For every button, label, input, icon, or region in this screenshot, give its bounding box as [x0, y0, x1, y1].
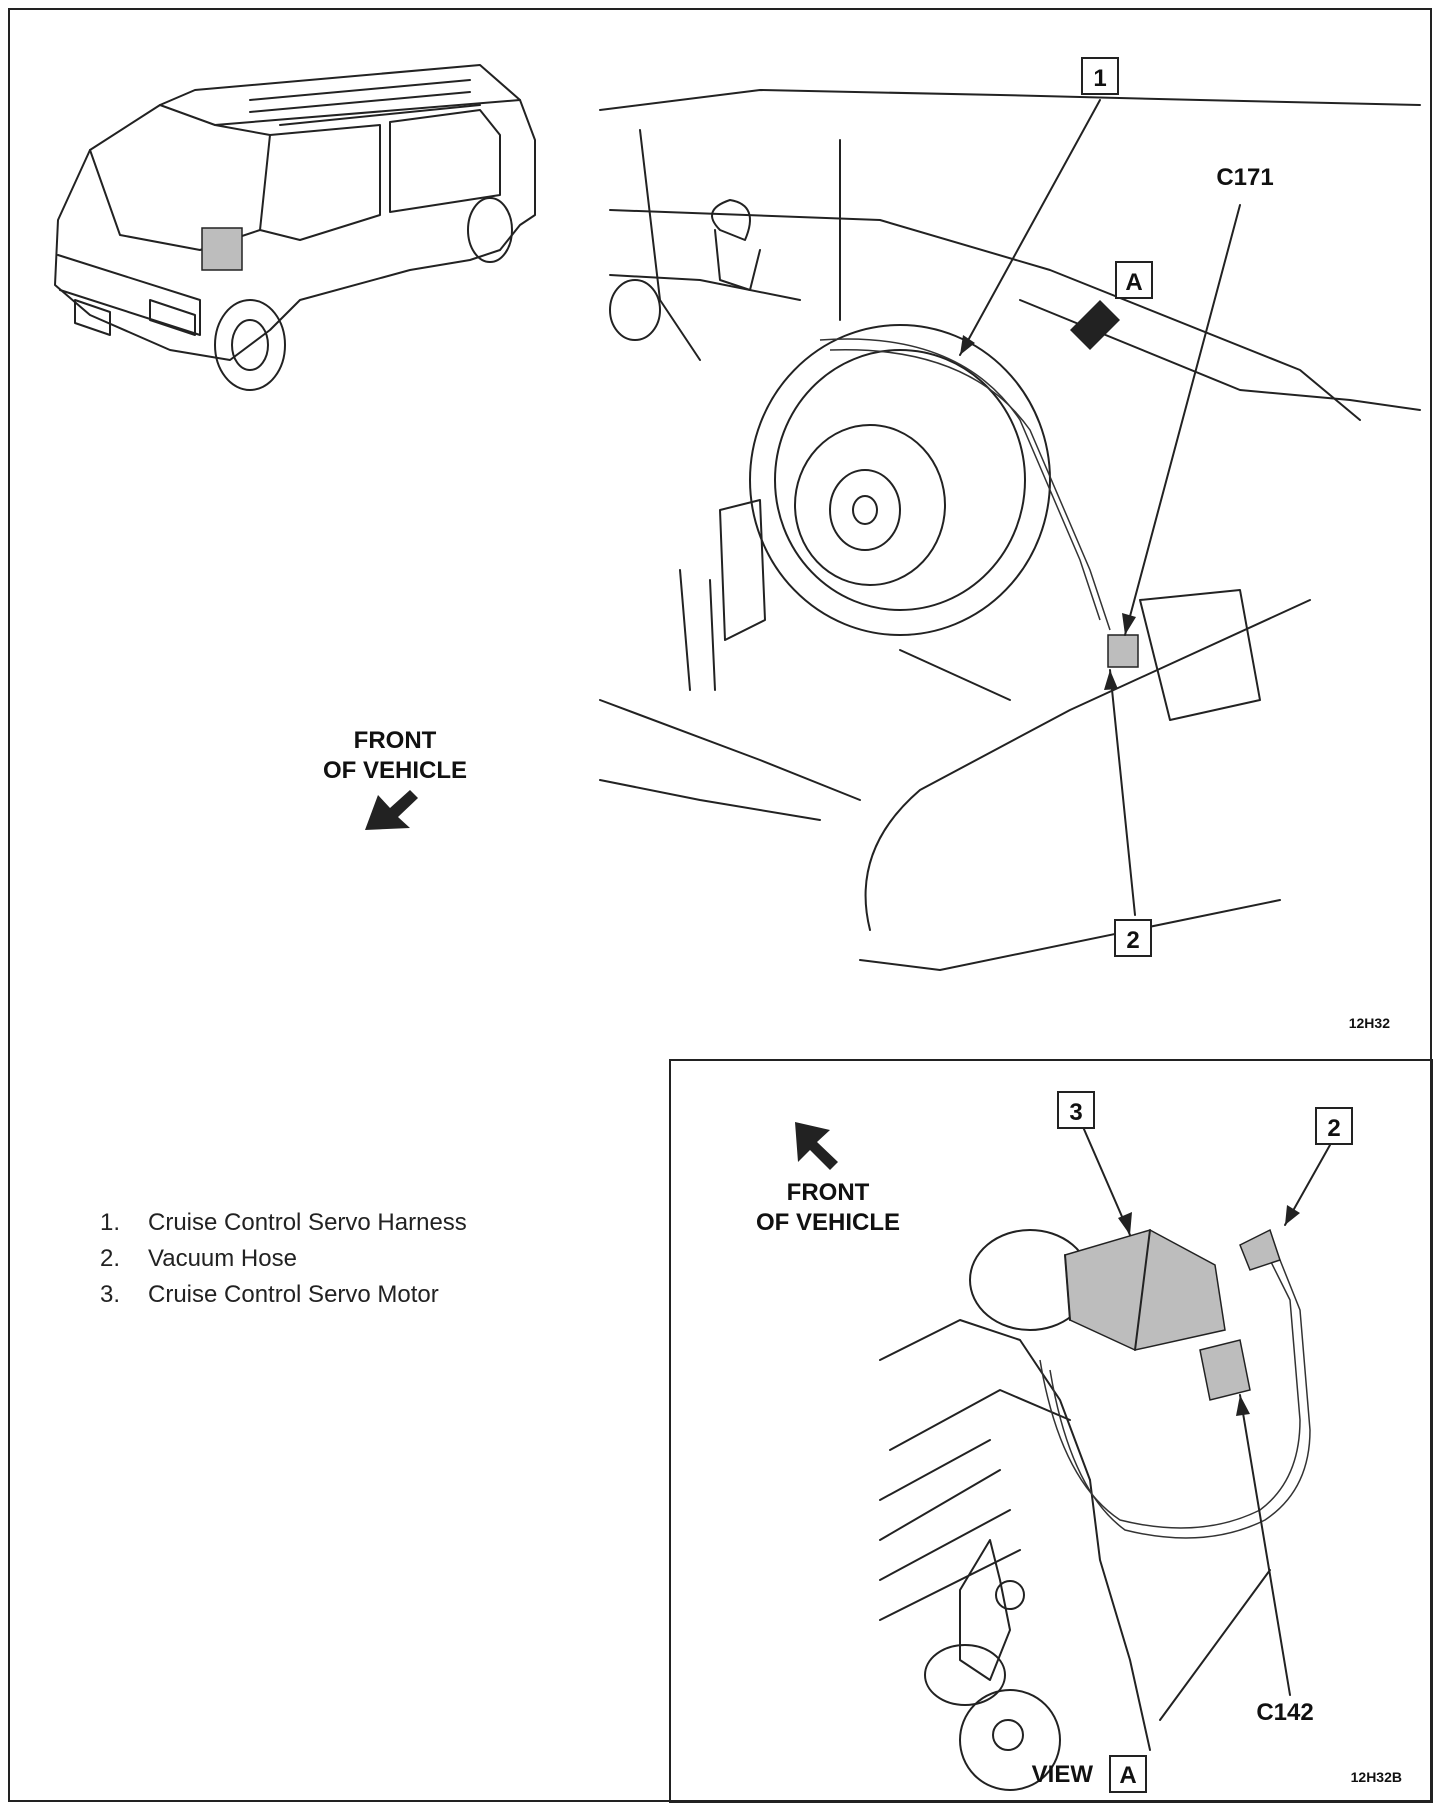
figure-id-main: 12H32 — [1349, 1015, 1390, 1031]
main-leaders — [959, 99, 1241, 916]
view-a-arrow — [1070, 300, 1120, 350]
callout-2-view-a-label: 2 — [1327, 1115, 1340, 1142]
legend-item: 2. Vacuum Hose — [100, 1241, 467, 1277]
front-label-view-a-line2: OF VEHICLE — [756, 1209, 900, 1236]
view-a-title: VIEW A — [1032, 1755, 1147, 1793]
callout-a: A — [1115, 261, 1153, 299]
view-label: VIEW — [1032, 1761, 1094, 1788]
legend-item: 3. Cruise Control Servo Motor — [100, 1277, 467, 1313]
legend-item-number: 2. — [100, 1245, 121, 1272]
parts-legend: 1. Cruise Control Servo Harness 2. Vacuu… — [100, 1205, 467, 1313]
front-arrow-main — [365, 790, 418, 830]
callout-2-main: 2 — [1114, 919, 1152, 957]
front-label-view-a-line1: FRONT — [787, 1179, 870, 1206]
view-a-illustration — [879, 1228, 1311, 1791]
legend-item: 1. Cruise Control Servo Harness — [100, 1205, 467, 1241]
figure-id-view-a: 12H32B — [1351, 1769, 1402, 1785]
legend-item-text: Vacuum Hose — [148, 1245, 297, 1272]
front-label-line1: FRONT — [354, 727, 437, 754]
callout-2-main-label: 2 — [1126, 927, 1139, 954]
view-a-leaders — [1079, 1119, 1331, 1696]
legend-item-number: 3. — [100, 1281, 121, 1308]
engine-bay-illustration — [599, 89, 1421, 971]
connector-c171-label: C171 — [1216, 164, 1273, 191]
view-box-label: A — [1119, 1762, 1136, 1789]
front-arrow-view-a — [795, 1122, 838, 1170]
view-a-frame — [669, 1059, 1433, 1803]
callout-3: 3 — [1057, 1091, 1095, 1129]
callout-1: 1 — [1081, 57, 1119, 95]
callout-a-label: A — [1125, 269, 1142, 296]
front-label-line2: OF VEHICLE — [323, 757, 467, 784]
legend-item-text: Cruise Control Servo Harness — [148, 1209, 467, 1236]
location-marker — [201, 227, 243, 271]
legend-item-text: Cruise Control Servo Motor — [148, 1281, 439, 1308]
legend-item-number: 1. — [100, 1209, 121, 1236]
callout-2-view-a: 2 — [1315, 1107, 1353, 1145]
callout-1-label: 1 — [1093, 65, 1106, 92]
connector-c142-label: C142 — [1256, 1699, 1313, 1726]
callout-3-label: 3 — [1069, 1099, 1082, 1126]
van-illustration — [54, 64, 536, 391]
